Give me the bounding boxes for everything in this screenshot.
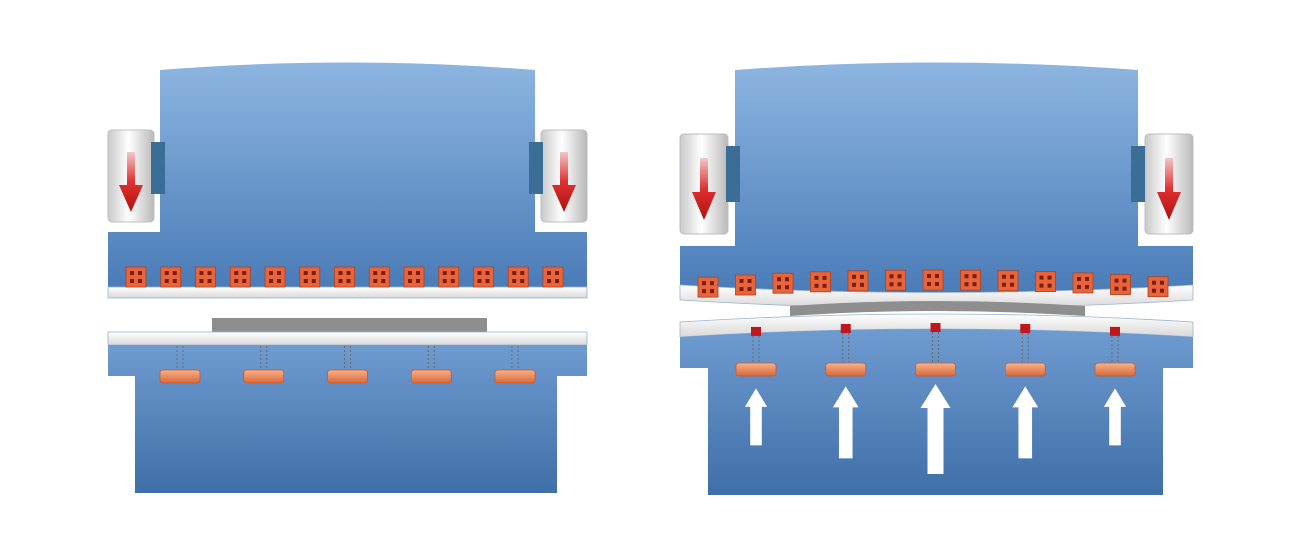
down-arrow-cylinder-icon	[529, 129, 588, 223]
support-pad	[1094, 362, 1136, 377]
clamp-block	[160, 266, 182, 288]
clamp-block	[299, 266, 321, 288]
support-pad	[825, 362, 867, 377]
plunger	[751, 326, 761, 336]
up-arrow-icon	[744, 388, 768, 446]
clamp-block	[772, 272, 794, 294]
support-cylinder	[159, 346, 201, 384]
support-pad	[410, 369, 452, 384]
clamp-block	[697, 276, 719, 298]
support-pad	[1004, 362, 1046, 377]
clamp-block	[1035, 271, 1056, 293]
support-pad	[327, 369, 368, 384]
clamp-block	[542, 266, 564, 288]
clamp-block	[403, 266, 425, 288]
support-pad	[494, 369, 536, 384]
clamp-block	[125, 266, 147, 288]
support-cylinder	[915, 323, 956, 377]
clamp-block	[473, 266, 494, 288]
clamp-block	[847, 270, 869, 292]
clamp-block	[507, 266, 529, 288]
beam-strip	[107, 286, 588, 299]
workpiece	[212, 318, 487, 332]
down-arrow-cylinder-icon	[107, 129, 165, 223]
lower-bed	[108, 345, 587, 493]
down-arrow-cylinder-icon	[679, 133, 740, 235]
clamp-block	[885, 269, 906, 291]
upward-arrow-row	[744, 384, 1127, 474]
plunger	[1110, 326, 1120, 336]
support-row	[735, 323, 1136, 377]
support-cylinder	[825, 324, 867, 377]
plunger	[930, 323, 941, 333]
upper-beam	[680, 62, 1193, 293]
up-arrow-icon	[832, 386, 859, 459]
support-cylinder	[410, 346, 452, 384]
support-cylinder	[1094, 326, 1136, 377]
clamp-block	[1072, 272, 1094, 294]
plunger	[1020, 323, 1031, 333]
clamp-block	[1110, 274, 1131, 296]
clamp-block	[735, 274, 756, 296]
clamp-block	[368, 266, 390, 288]
clamp-block	[334, 266, 355, 288]
clamp-row	[697, 269, 1169, 298]
workpiece	[790, 301, 1085, 316]
down-arrow-cylinder-icon	[1131, 133, 1194, 235]
clamp-block	[195, 266, 216, 288]
clamp-block	[922, 269, 944, 291]
support-row	[159, 346, 536, 384]
support-cylinder	[243, 346, 285, 384]
table-strip	[107, 331, 588, 346]
panel-compensated	[679, 62, 1194, 495]
clamp-block	[438, 266, 460, 288]
clamp-block	[997, 270, 1019, 292]
support-cylinder	[735, 326, 777, 377]
clamp-row	[125, 266, 564, 288]
plunger	[840, 324, 851, 334]
panel-before	[107, 62, 588, 493]
up-arrow-icon	[1012, 386, 1039, 459]
support-pad	[159, 369, 201, 384]
support-pad	[915, 362, 956, 377]
clamp-block	[1147, 276, 1169, 298]
clamp-block	[264, 266, 286, 288]
support-cylinder	[327, 346, 368, 384]
support-cylinder	[494, 346, 536, 384]
clamp-block	[960, 269, 981, 291]
up-arrow-icon	[1103, 388, 1127, 446]
support-pad	[243, 369, 285, 384]
support-pad	[735, 362, 777, 377]
clamp-block	[810, 271, 831, 293]
upper-beam	[108, 62, 587, 287]
up-arrow-icon	[920, 384, 951, 474]
support-cylinder	[1004, 323, 1046, 377]
clamp-block	[229, 266, 251, 288]
